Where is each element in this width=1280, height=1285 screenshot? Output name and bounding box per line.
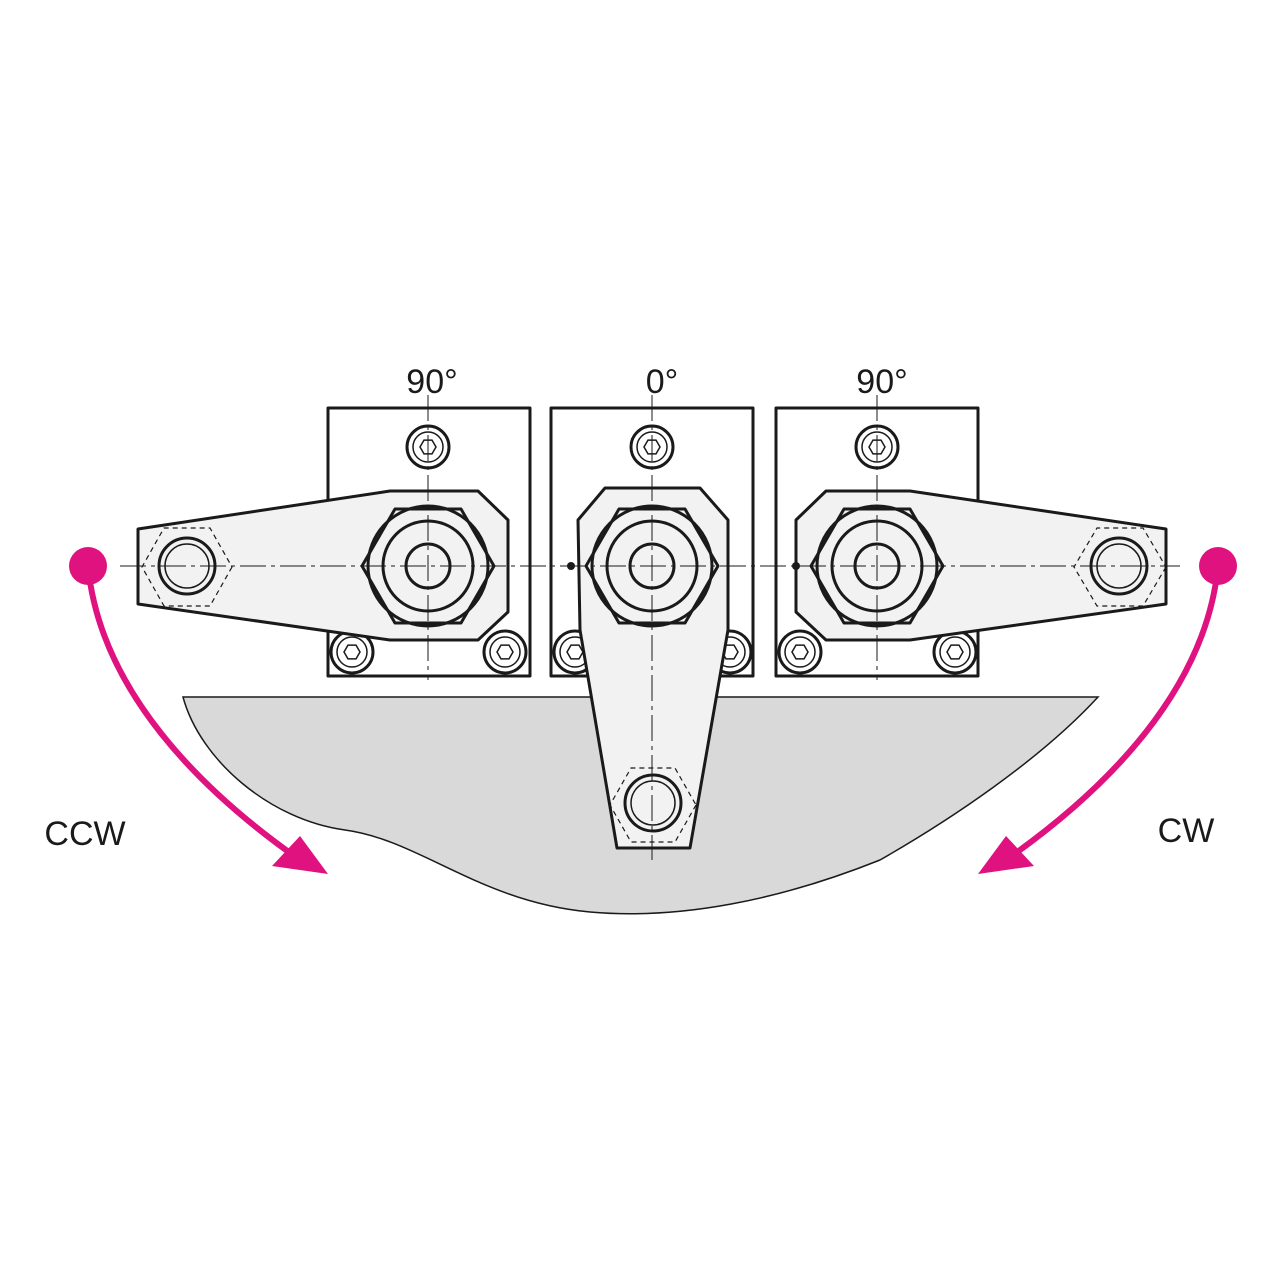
curved-arrow-cw-icon xyxy=(978,547,1237,874)
curved-arrow-ccw-icon xyxy=(69,547,328,874)
cw-label: CW xyxy=(1158,812,1215,850)
angle-label-center: 0° xyxy=(646,363,679,401)
angle-label-right: 90° xyxy=(856,363,907,401)
angle-label-left: 90° xyxy=(406,363,457,401)
center-lines xyxy=(120,395,1180,860)
ccw-label: CCW xyxy=(44,815,125,853)
clamp-arm-center xyxy=(576,486,730,850)
dowel-marker xyxy=(792,562,800,570)
